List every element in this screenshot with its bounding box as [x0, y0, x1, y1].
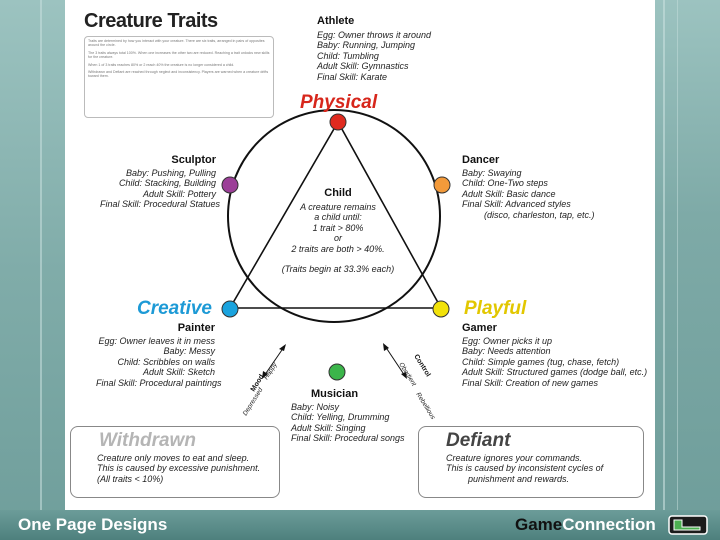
background-left-panel: [0, 0, 65, 540]
gamer-title: Gamer: [462, 322, 497, 334]
defiant-line: This is caused by inconsistent cycles of: [446, 463, 604, 474]
defiant-label: Defiant: [446, 430, 511, 451]
dancer-line: Baby: Swaying: [462, 168, 522, 178]
gameconnection-logo-icon: [668, 515, 708, 535]
footer-series-title: One Page Designs: [18, 515, 168, 534]
musician-title: Musician: [311, 388, 359, 400]
rebellious-label: Rebellious: [414, 391, 436, 421]
defiant-box: [418, 426, 644, 498]
playful-label: Playful: [464, 298, 527, 319]
painter-line: Baby: Messy: [163, 346, 215, 357]
dancer-line: Final Skill: Advanced styles: [462, 199, 571, 210]
withdrawn-box: [70, 426, 280, 498]
withdrawn-text: Creature only moves to eat and sleep. Th…: [97, 453, 260, 484]
withdrawn-line: This is caused by excessive punishment.: [97, 463, 261, 474]
sculptor-node: [221, 176, 239, 194]
footer-bar: One Page Designs GameConnection: [0, 510, 720, 540]
child-line: a child until:: [314, 212, 362, 223]
defiant-text: Creature ignores your commands. This is …: [446, 453, 603, 484]
musician-node: [328, 363, 346, 381]
intro-paragraph: The 3 traits always total 100%. When one…: [88, 50, 270, 60]
withdrawn-line: (All traits < 10%): [97, 473, 164, 484]
musician-line: Final Skill: Procedural songs: [291, 433, 405, 444]
athlete-block: Athlete Egg: Owner throws it around Baby…: [317, 15, 431, 82]
withdrawn-line: Creature only moves to eat and sleep.: [97, 453, 250, 463]
athlete-line: Final Skill: Karate: [317, 71, 388, 82]
sculptor-line: Adult Skill: Pottery: [142, 188, 216, 199]
child-title: Child: [324, 187, 352, 199]
dancer-title: Dancer: [462, 154, 500, 166]
brand-game: Game: [515, 515, 563, 534]
athlete-line: Adult Skill: Gymnastics: [317, 61, 409, 72]
child-block: Child A creature remains a child until: …: [276, 187, 400, 274]
dancer-line: Adult Skill: Basic dance: [462, 188, 556, 199]
intro-paragraph: Traits are determined by how you interac…: [88, 39, 265, 48]
control-arrow-head-up: [383, 343, 389, 351]
intro-paragraph: When 1 of 3 traits reaches 80% or 2 reac…: [88, 62, 235, 67]
musician-line: Adult Skill: Singing: [291, 422, 366, 433]
mood-arrow-head-up: [279, 344, 286, 351]
athlete-line: Child: Tumbling: [317, 50, 379, 61]
athlete-line: Egg: Owner throws it around: [317, 30, 432, 40]
intro-paragraph: Withdrawn and Defiant are reached throug…: [88, 70, 269, 79]
control-arrow-line: [384, 345, 406, 377]
intro-box: Traits are determined by how you interac…: [84, 36, 274, 118]
painter-title: Painter: [177, 322, 215, 334]
gamer-line: Egg: Owner picks it up: [462, 336, 553, 346]
athlete-line: Baby: Running, Jumping: [317, 40, 416, 51]
withdrawn-label: Withdrawn: [99, 430, 196, 451]
painter-line: Egg: Owner leaves it in mess: [98, 336, 215, 346]
control-arrow-head-down: [401, 372, 407, 379]
defiant-line: punishment and rewards.: [468, 473, 570, 484]
musician-line: Baby: Noisy: [291, 402, 340, 412]
trait-triangle: [228, 120, 443, 309]
mood-arrow-line: [263, 346, 285, 377]
child-line: 1 trait > 80%: [312, 222, 364, 233]
creative-node: [221, 300, 239, 318]
gamer-block: Gamer Egg: Owner picks it up Baby: Needs…: [462, 322, 647, 388]
creative-label: Creative: [137, 298, 212, 319]
page-sheet: [65, 0, 655, 510]
obedient-label: Obedient: [397, 361, 418, 388]
control-label: Control: [412, 353, 431, 378]
mood-arrow-head-down: [262, 371, 268, 379]
child-line: 2 traits are both > 40%.: [291, 243, 385, 254]
dancer-line: (disco, charleston, tap, etc.): [484, 209, 595, 220]
page-title: Creature Traits: [84, 10, 218, 32]
gamer-line: Baby: Needs attention: [462, 346, 551, 357]
physical-node: [329, 113, 347, 131]
brand-connection: Connection: [562, 515, 656, 534]
child-note: (Traits begin at 33.3% each): [281, 264, 395, 275]
painter-block: Painter Egg: Owner leaves it in mess Bab…: [96, 322, 222, 388]
sculptor-block: Sculptor Baby: Pushing, Pulling Child: S…: [100, 154, 221, 210]
sculptor-title: Sculptor: [171, 154, 216, 166]
trait-circle: [227, 109, 441, 323]
happy-label: Happy: [263, 361, 279, 381]
gamer-line: Child: Simple games (tug, chase, fetch): [462, 356, 620, 367]
painter-line: Final Skill: Procedural paintings: [96, 377, 222, 388]
playful-node: [432, 300, 450, 318]
child-line: A creature remains: [300, 202, 376, 212]
gamer-line: Adult Skill: Structured games (dodge bal…: [462, 367, 648, 378]
sculptor-line: Final Skill: Procedural Statues: [100, 199, 221, 210]
painter-line: Adult Skill: Sketch: [142, 367, 215, 378]
defiant-line: Creature ignores your commands.: [446, 453, 583, 463]
dancer-block: Dancer Baby: Swaying Child: One-Two step…: [462, 154, 595, 220]
sculptor-line: Child: Stacking, Building: [118, 178, 216, 189]
physical-label: Physical: [300, 92, 378, 113]
gamer-line: Final Skill: Creation of new games: [462, 377, 599, 388]
child-line: or: [333, 233, 342, 244]
dancer-node: [433, 176, 451, 194]
sculptor-line: Baby: Pushing, Pulling: [125, 168, 216, 178]
dancer-line: Child: One-Two steps: [462, 178, 548, 189]
athlete-title: Athlete: [317, 15, 355, 27]
musician-block: Musician Baby: Noisy Child: Yelling, Dru…: [291, 388, 405, 444]
background-right-panel: [655, 0, 720, 540]
footer-brand: GameConnection: [515, 515, 656, 535]
painter-line: Child: Scribbles on walls: [117, 356, 215, 367]
musician-line: Child: Yelling, Drumming: [291, 412, 390, 423]
